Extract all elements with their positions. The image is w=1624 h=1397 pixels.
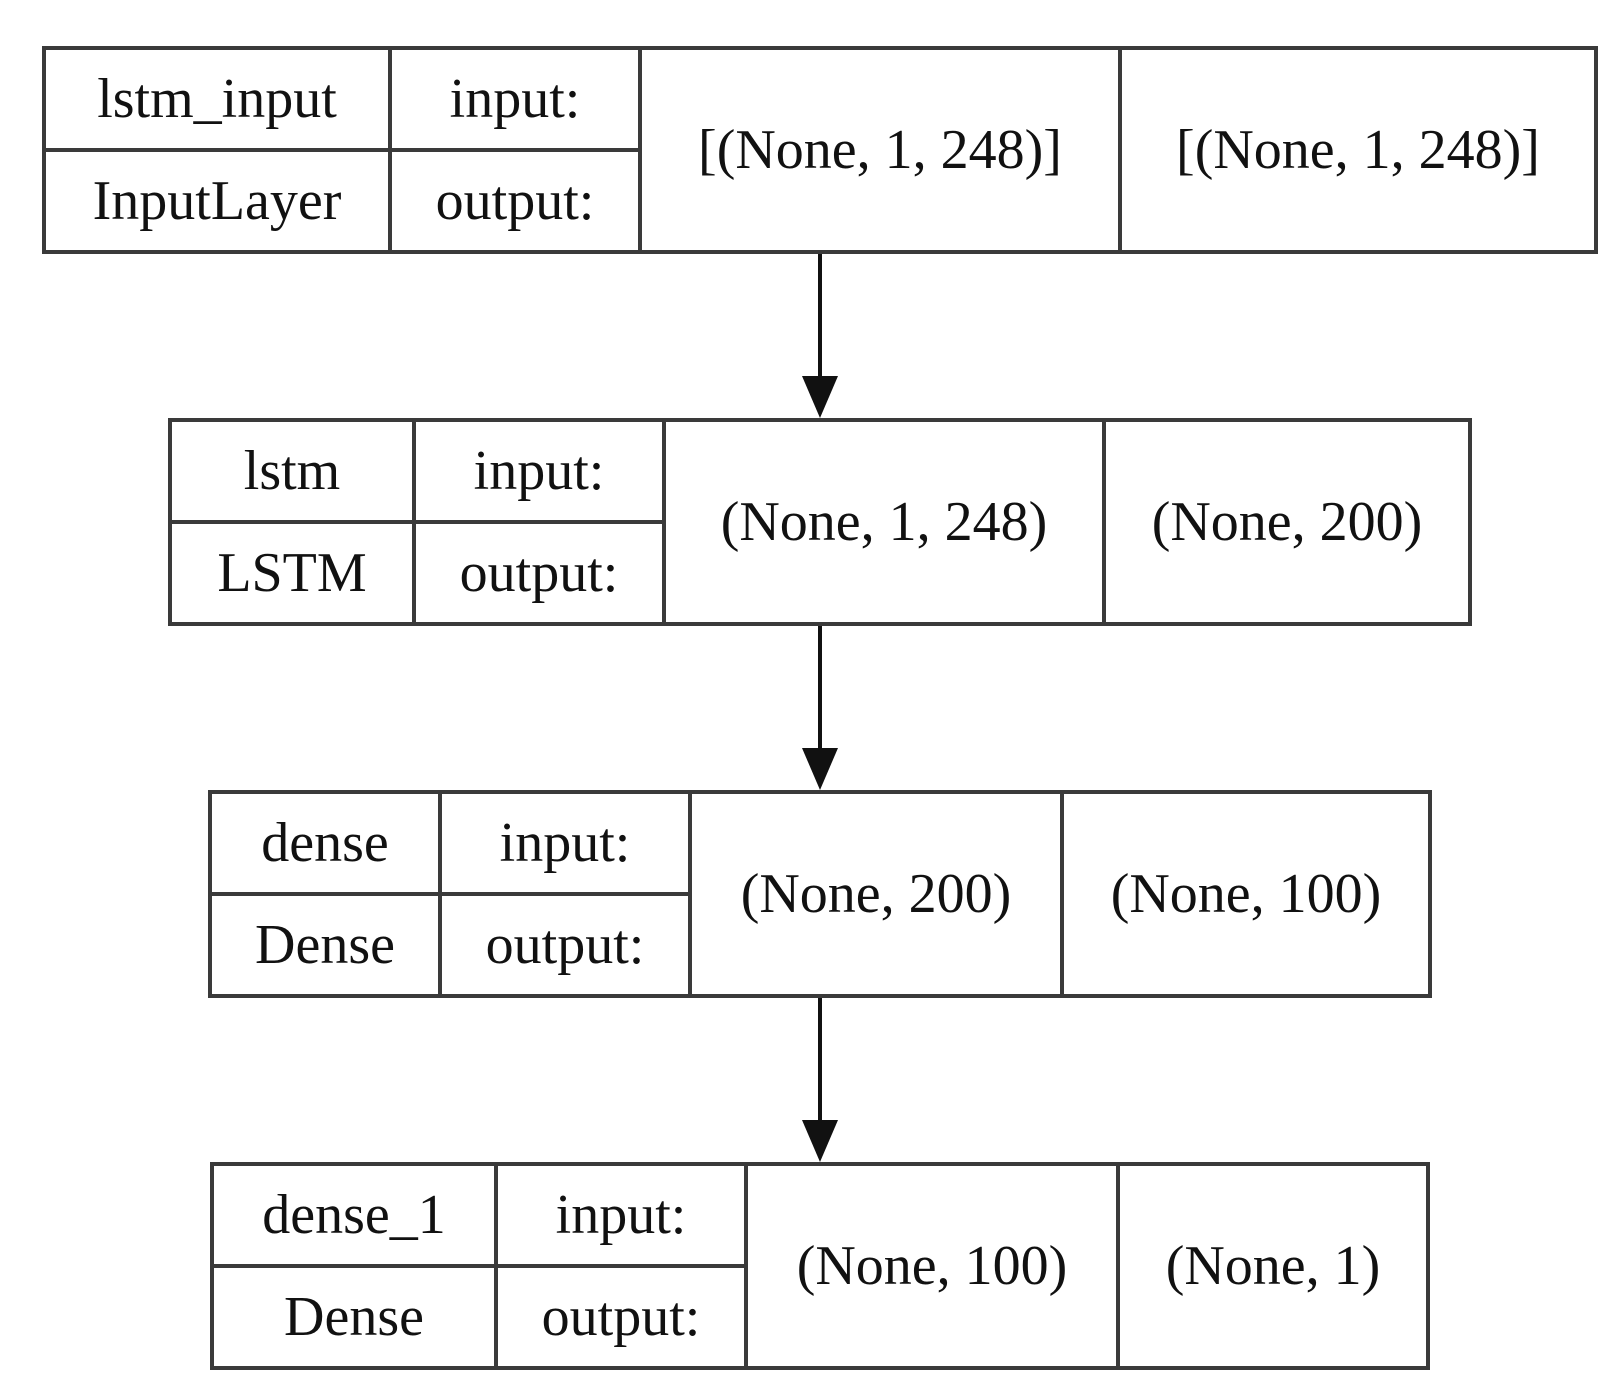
- output-shape: (None, 200): [1151, 491, 1423, 553]
- io-label-column: input: output:: [442, 794, 692, 994]
- output-shape: (None, 1): [1165, 1235, 1381, 1297]
- layer-name-column: lstm_input InputLayer: [46, 50, 392, 250]
- arrow-input-to-lstm: [802, 252, 838, 418]
- layer-name-column: dense Dense: [212, 794, 442, 994]
- input-label: input:: [498, 1166, 744, 1268]
- io-label-column: input: output:: [498, 1166, 748, 1366]
- output-label: output:: [459, 542, 619, 604]
- layer-type: Dense: [284, 1286, 424, 1348]
- layer-box-dense: dense Dense input: output: (None, 200) (…: [208, 790, 1432, 998]
- output-label: output:: [485, 914, 645, 976]
- input-shape: [(None, 1, 248)]: [642, 50, 1122, 250]
- output-label: output:: [435, 170, 595, 232]
- layer-name: lstm: [172, 422, 412, 524]
- layer-type: InputLayer: [92, 170, 342, 232]
- input-shape: (None, 1, 248): [666, 422, 1106, 622]
- output-shape: (None, 100): [1110, 863, 1382, 925]
- output-label: output:: [541, 1286, 701, 1348]
- layer-box-dense-1: dense_1 Dense input: output: (None, 100)…: [210, 1162, 1430, 1370]
- output-shape: [(None, 1, 248)]: [1176, 119, 1540, 181]
- layer-box-lstm: lstm LSTM input: output: (None, 1, 248) …: [168, 418, 1472, 626]
- arrow-lstm-to-dense: [802, 624, 838, 790]
- input-label: input:: [392, 50, 638, 152]
- layer-name-column: lstm LSTM: [172, 422, 416, 622]
- input-label: input:: [442, 794, 688, 896]
- layer-type: Dense: [255, 914, 395, 976]
- input-shape: (None, 100): [748, 1166, 1120, 1366]
- arrow-dense-to-dense-1: [802, 996, 838, 1162]
- layer-name: dense_1: [214, 1166, 494, 1268]
- layer-name: lstm_input: [46, 50, 388, 152]
- input-label: input:: [416, 422, 662, 524]
- layer-box-lstm-input: lstm_input InputLayer input: output: [(N…: [42, 46, 1598, 254]
- layer-type: LSTM: [217, 542, 367, 604]
- io-label-column: input: output:: [416, 422, 666, 622]
- layer-name-column: dense_1 Dense: [214, 1166, 498, 1366]
- input-shape: (None, 200): [692, 794, 1064, 994]
- layer-name: dense: [212, 794, 438, 896]
- io-label-column: input: output:: [392, 50, 642, 250]
